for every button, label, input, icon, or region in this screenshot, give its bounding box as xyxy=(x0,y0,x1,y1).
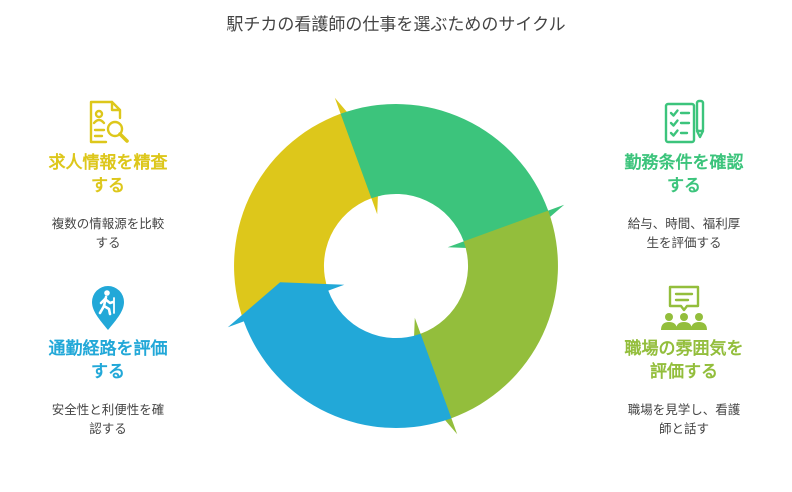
item-description: 安全性と利便性を確 認する xyxy=(51,402,165,436)
item-heading: 通勤経路を評価 する xyxy=(48,339,168,382)
checklist-icon xyxy=(664,99,705,144)
item-evaluate-atmosphere: 職場の雰囲気を 評価する 職場を見学し、看護 師と話す xyxy=(594,282,774,438)
presentation-group-icon xyxy=(661,285,707,330)
document-search-icon xyxy=(89,100,129,144)
diagram-title: 駅チカの看護師の仕事を選ぶためのサイクル xyxy=(226,15,566,35)
cycle-arrow-atmosphere xyxy=(412,210,558,435)
item-description: 給与、時間、福利厚 生を評価する xyxy=(627,216,741,250)
cycle-arrow-commute xyxy=(227,282,452,428)
commute-location-icon xyxy=(92,286,124,330)
item-check-conditions: 勤務条件を確認 する 給与、時間、福利厚 生を評価する xyxy=(594,96,774,252)
item-heading: 職場の雰囲気を 評価する xyxy=(624,339,744,382)
item-heading: 求人情報を精査 する xyxy=(48,153,168,196)
item-description: 職場を見学し、看護 師と話す xyxy=(627,402,741,436)
item-description: 複数の情報源を比較 する xyxy=(51,216,165,250)
item-evaluate-commute: 通勤経路を評価 する 安全性と利便性を確 認する xyxy=(18,282,198,438)
cycle-arrow-conditions xyxy=(340,104,565,250)
cycle-arrow-review xyxy=(234,97,380,322)
item-review-job-info: 求人情報を精査 する 複数の情報源を比較 する xyxy=(18,96,198,252)
item-heading: 勤務条件を確認 する xyxy=(624,153,744,196)
